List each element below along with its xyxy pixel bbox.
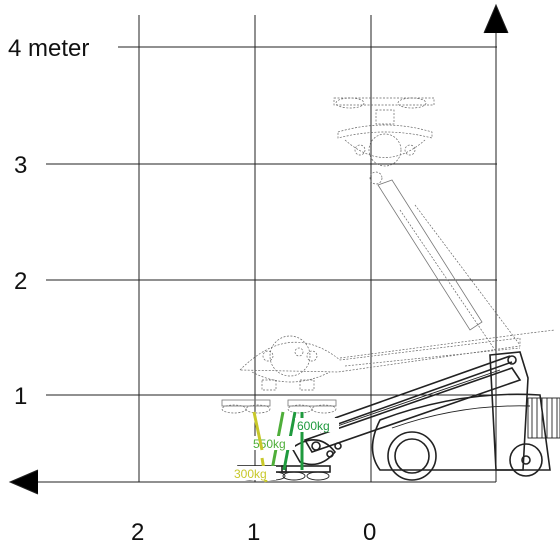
- load-markers: 600kg 550kg 300kg: [232, 411, 339, 483]
- vacuum-head: [290, 439, 337, 466]
- y-label-3: 3: [14, 152, 27, 179]
- up-arrow-icon: [483, 3, 509, 34]
- mast: [489, 351, 529, 471]
- axes: [8, 3, 509, 495]
- rear-wheel: [509, 443, 543, 477]
- front-wheel: [387, 431, 437, 481]
- raised-position-ghost: [333, 97, 521, 351]
- y-label-4: 4 meter: [8, 35, 89, 62]
- mid-position-ghost: [239, 329, 556, 391]
- grid-lines: [46, 15, 497, 482]
- lifting-machine: [237, 351, 560, 481]
- load-300-label: 300kg: [234, 467, 267, 481]
- left-arrow-icon: [8, 469, 39, 495]
- load-300-line: [252, 411, 264, 451]
- machine-body: [371, 393, 551, 471]
- boom-arm: [303, 367, 522, 453]
- y-label-2: 2: [14, 268, 27, 295]
- load-550-label: 550kg: [253, 437, 286, 451]
- x-label-2: 2: [131, 519, 144, 546]
- load-600-label: 600kg: [297, 419, 330, 433]
- suction-pads-low: [221, 399, 337, 414]
- x-label-1: 1: [247, 519, 260, 546]
- suction-pad-right: [281, 465, 331, 473]
- bellows: [527, 397, 560, 439]
- y-label-1: 1: [14, 383, 27, 410]
- hydraulic-cylinder: [334, 355, 511, 419]
- x-label-0: 0: [363, 519, 376, 546]
